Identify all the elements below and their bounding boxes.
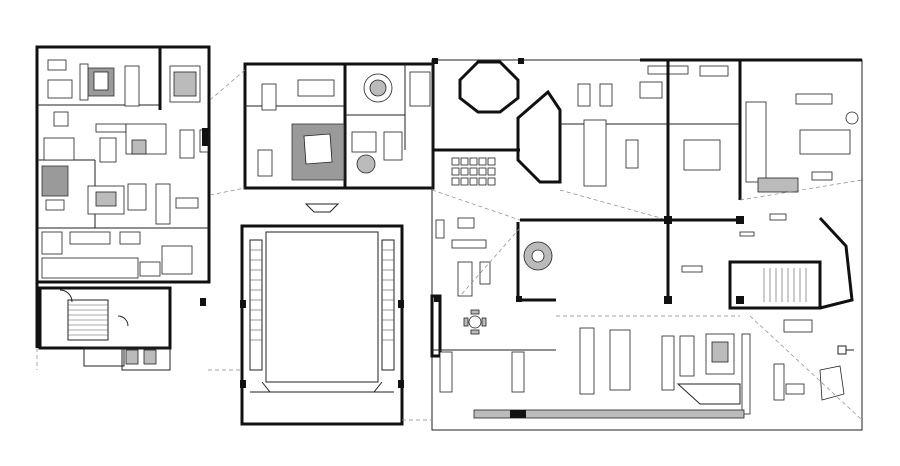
octagonal-room xyxy=(458,60,520,114)
center-upper-wing xyxy=(209,62,435,196)
sofa xyxy=(79,63,89,101)
hall-outline xyxy=(240,224,404,426)
stair-core xyxy=(38,286,172,350)
dining-table xyxy=(124,65,140,107)
bottom-counter xyxy=(473,409,745,419)
plant-icon xyxy=(356,154,376,174)
seating-grid xyxy=(451,157,496,186)
right-wing-outline xyxy=(431,59,863,431)
left-wing xyxy=(35,45,211,371)
center-upper-outline xyxy=(243,62,435,190)
right-wing xyxy=(430,58,863,431)
round-table-chairs xyxy=(463,309,487,335)
coffee-table xyxy=(93,71,109,91)
north-arrow-icon xyxy=(837,345,854,355)
stage-hall xyxy=(240,203,404,426)
left-wing-outline xyxy=(35,45,211,284)
right-stair xyxy=(728,260,822,310)
